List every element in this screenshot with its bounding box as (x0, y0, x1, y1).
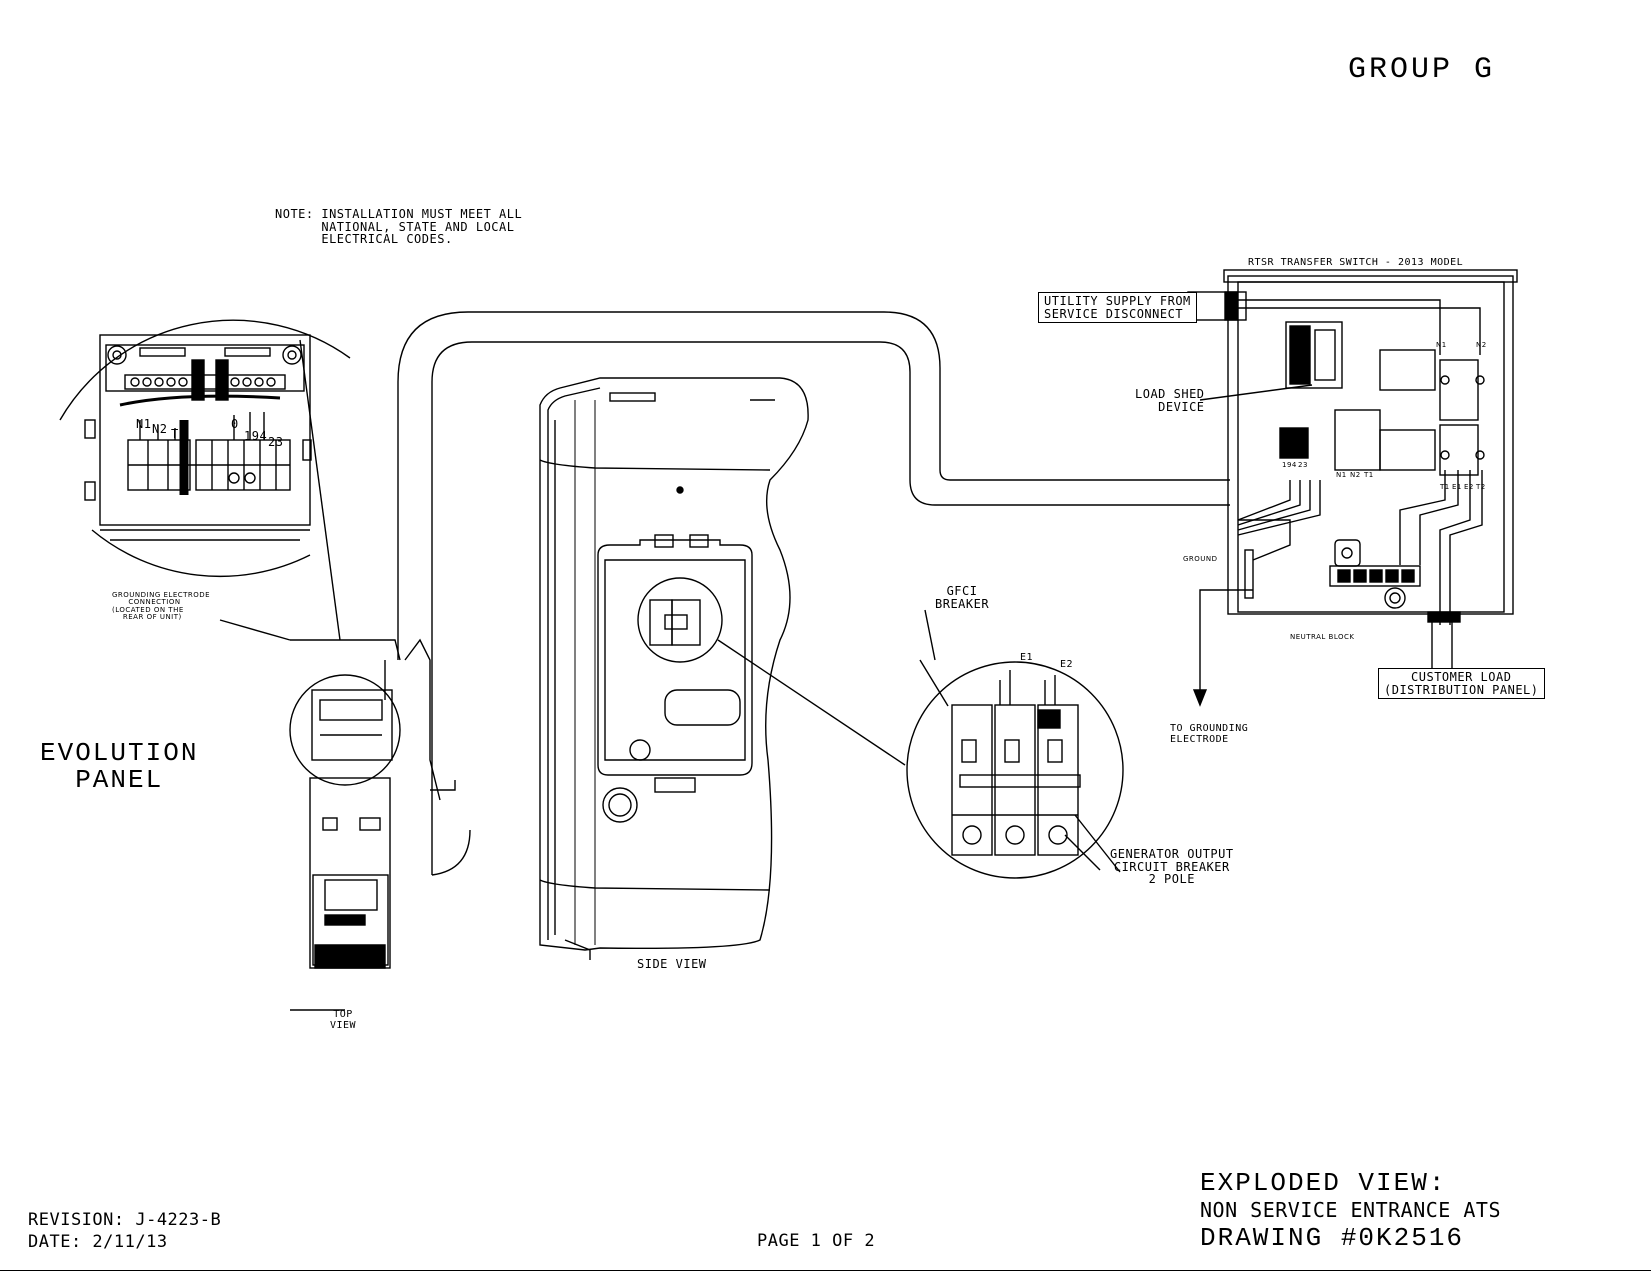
to-grounding-label: TO GROUNDING ELECTRODE (1170, 723, 1249, 745)
grounding-electrode-note: GROUNDING ELECTRODE CONNECTION (LOCATED … (112, 591, 211, 622)
terminal-label-t1: T1 (171, 427, 187, 441)
ats-terminal-t2: T2 (1476, 483, 1486, 491)
ground-label: GROUND (1183, 555, 1218, 563)
e2-label: E2 (1060, 659, 1074, 670)
conduit (397, 311, 1230, 876)
drawing-number: DRAWING #0K2516 (1200, 1223, 1465, 1253)
terminal-label-23: 23 (268, 435, 284, 449)
generator-output-breaker-label: GENERATOR OUTPUT CIRCUIT BREAKER 2 POLE (1110, 847, 1234, 887)
evolution-panel-title: EVOLUTION PANEL (40, 738, 199, 796)
page-number: PAGE 1 OF 2 (757, 1231, 876, 1251)
terminal-label-n2: N2 (152, 422, 168, 436)
lsd-terminal-194: 194 (1282, 461, 1297, 469)
installation-note: NOTE: INSTALLATION MUST MEET ALL NATIONA… (275, 207, 523, 247)
breaker-detail (906, 609, 1124, 879)
bottom-border (0, 1270, 1651, 1271)
view-subtitle: NON SERVICE ENTRANCE ATS (1200, 1198, 1501, 1222)
generator-side-view (539, 377, 906, 960)
customer-load-box: CUSTOMER LOAD (DISTRIBUTION PANEL) (1378, 668, 1545, 700)
ats-enclosure (1187, 269, 1518, 707)
terminal-label-0: 0 (231, 417, 239, 431)
ats-terminal-n2: N2 (1476, 341, 1487, 349)
group-label: GROUP G (1348, 53, 1496, 87)
terminal-label-n1: N1 (136, 417, 152, 431)
neutral-block (1329, 539, 1421, 609)
ats-terminal-t1: T1 (1440, 483, 1450, 491)
evolution-panel-top-view (289, 638, 456, 1011)
ats-title: RTSR TRANSFER SWITCH - 2013 MODEL (1248, 257, 1464, 268)
ats-terminal-e1: E1 (1452, 483, 1462, 491)
contactor-terminal-n1: N1 (1336, 471, 1347, 479)
ground-bar (1244, 549, 1254, 599)
top-view-label: TOP VIEW (330, 1009, 357, 1031)
revision-label: REVISION: J-4223-B (28, 1210, 222, 1230)
evolution-panel-detail (59, 319, 401, 661)
ats-terminal-n1: N1 (1436, 341, 1447, 349)
load-shed-device (1285, 321, 1343, 389)
contactor-terminal-t1: T1 (1364, 471, 1374, 479)
e1-label: E1 (1020, 652, 1034, 663)
contactor-terminal-n2: N2 (1350, 471, 1361, 479)
ats-terminal-e2: E2 (1464, 483, 1474, 491)
date-label: DATE: 2/11/13 (28, 1232, 168, 1252)
neutral-block-label: NEUTRAL BLOCK (1290, 633, 1355, 641)
terminal-block (127, 439, 291, 491)
terminal-strip-top (124, 374, 286, 390)
utility-supply-box: UTILITY SUPPLY FROM SERVICE DISCONNECT (1038, 292, 1197, 324)
contactor (1279, 349, 1485, 476)
view-title: EXPLODED VIEW: (1200, 1168, 1447, 1198)
side-view-label: SIDE VIEW (637, 957, 707, 971)
gfci-breaker-label: GFCI BREAKER (935, 584, 990, 611)
load-shed-label: LOAD SHED DEVICE (1135, 387, 1205, 414)
terminal-label-194: 194 (244, 429, 268, 443)
lsd-terminal-23: 23 (1298, 461, 1308, 469)
